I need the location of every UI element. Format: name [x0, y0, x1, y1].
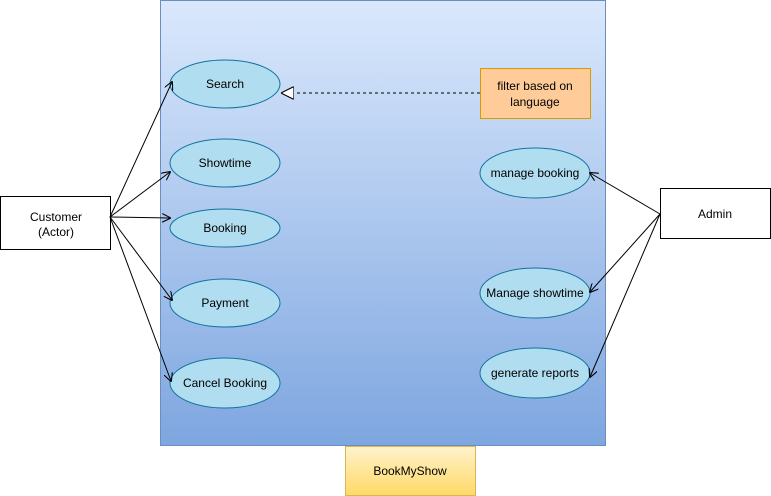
- note-text-line1: filter based on: [497, 79, 572, 93]
- system-label-box: [345, 446, 476, 496]
- edge-customer-payment: [109, 216, 172, 300]
- edge-customer-booking: [109, 217, 170, 218]
- use-case-showtime-label: Showtime: [199, 156, 252, 170]
- use-case-payment-label: Payment: [201, 296, 249, 310]
- edge-admin-generate-reports: [590, 213, 661, 377]
- use-case-payment[interactable]: [169, 278, 281, 328]
- admin-associations: [590, 173, 661, 377]
- edge-admin-manage-showtime: [590, 213, 661, 292]
- note-box[interactable]: [480, 68, 591, 119]
- note-text-line2: language: [510, 95, 560, 109]
- use-case-search-label: Search: [206, 77, 244, 91]
- customer-associations: [109, 82, 172, 381]
- customer-actor-label: Customer: [30, 210, 82, 224]
- admin-actor-label: Admin: [698, 207, 732, 221]
- use-case-cancel-booking-label: Cancel Booking: [183, 376, 267, 390]
- edge-customer-cancel-booking: [109, 216, 171, 381]
- edge-customer-showtime: [109, 172, 170, 218]
- use-case-manage-booking-label: manage booking: [491, 166, 580, 180]
- use-case-booking-label: Booking: [203, 221, 246, 235]
- customer-actor-box[interactable]: [0, 196, 111, 250]
- use-case-showtime[interactable]: [169, 138, 281, 188]
- admin-actor-box[interactable]: [660, 188, 771, 239]
- edge-customer-search: [109, 82, 172, 218]
- customer-actor-sublabel: (Actor): [38, 225, 74, 239]
- use-case-manage-showtime-label: Manage showtime: [486, 286, 584, 300]
- use-case-booking[interactable]: [169, 208, 281, 248]
- use-case-cancel-booking[interactable]: [169, 357, 281, 409]
- use-case-generate-reports-label: generate reports: [491, 366, 579, 380]
- edge-admin-manage-booking: [590, 173, 661, 215]
- system-name: BookMyShow: [373, 464, 447, 478]
